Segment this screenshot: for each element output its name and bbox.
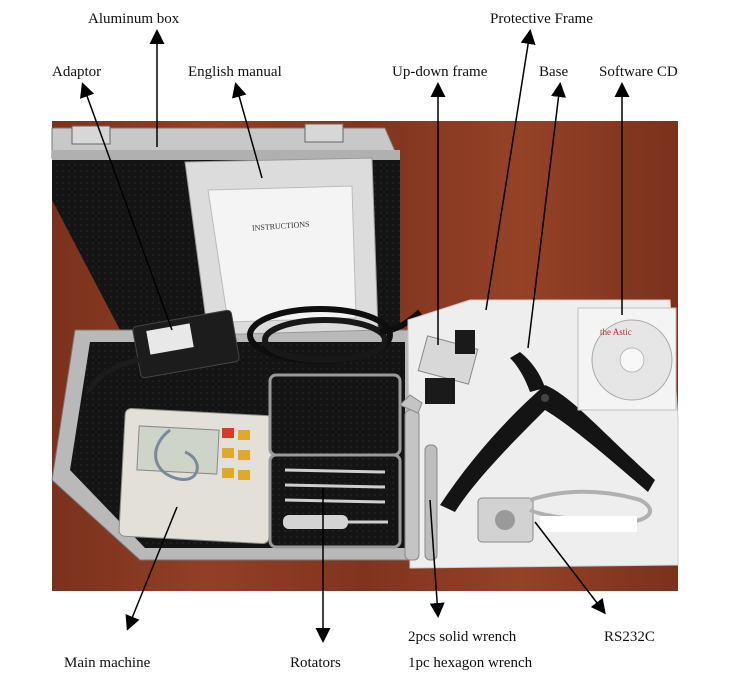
label-main-machine: Main machine xyxy=(64,655,151,671)
label-aluminum-box: Aluminum box xyxy=(88,11,180,27)
label-rotators: Rotators xyxy=(290,655,341,671)
label-hexagon-wrench: 1pc hexagon wrench xyxy=(408,655,533,671)
cd-brand-text: the Astic xyxy=(600,327,632,337)
base xyxy=(440,352,655,512)
rotators-box xyxy=(268,373,402,549)
label-updown-frame: Up-down frame xyxy=(392,64,488,80)
software-cd: the Astic xyxy=(577,307,677,411)
label-software-cd: Software CD xyxy=(599,64,678,80)
label-solid-wrench: 2pcs solid wrench xyxy=(408,629,517,645)
label-rs232c: RS232C xyxy=(604,629,655,645)
label-protective-frame: Protective Frame xyxy=(490,11,593,27)
label-base: Base xyxy=(539,64,569,80)
updown-frame xyxy=(417,330,479,404)
power-cable xyxy=(247,306,422,364)
manual-title: INSTRUCTIONS xyxy=(252,220,310,233)
english-manual: INSTRUCTIONS xyxy=(184,157,379,336)
label-english-manual: English manual xyxy=(188,64,282,80)
label-adaptor: Adaptor xyxy=(52,64,102,80)
main-machine xyxy=(118,407,276,545)
